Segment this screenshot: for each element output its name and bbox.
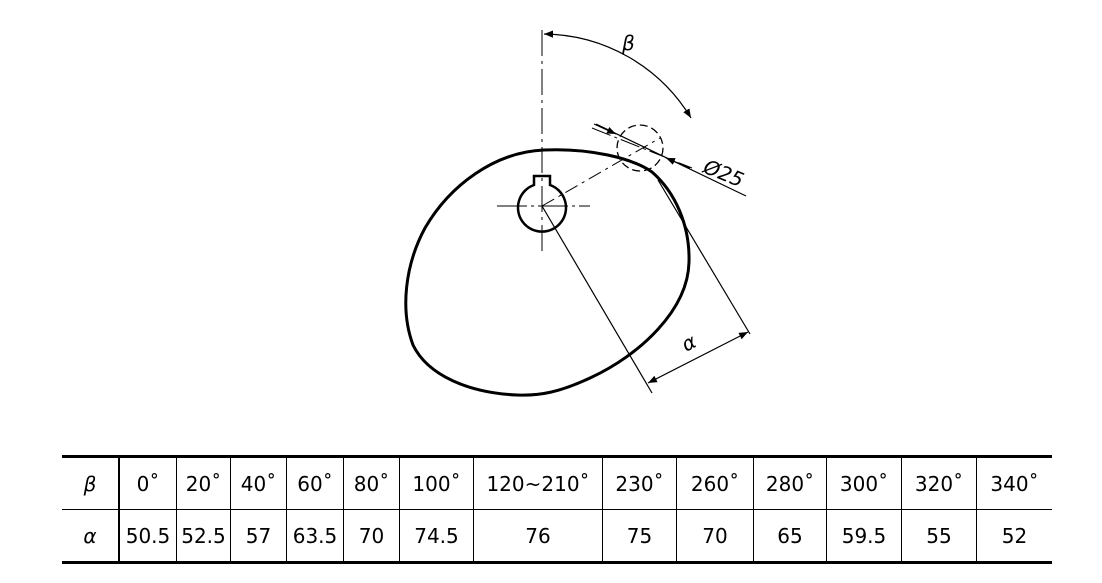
beta-arc: [543, 30, 692, 119]
beta-cell: 120~210˚: [473, 455, 603, 510]
cam-data-table: β 0˚ 20˚ 40˚ 60˚ 80˚ 100˚ 120~210˚ 230˚ …: [62, 455, 1052, 564]
alpha-cell: 52: [976, 509, 1052, 564]
alpha-cell: 70: [676, 509, 754, 564]
row-header-alpha: α: [62, 509, 120, 564]
alpha-label: α: [677, 329, 700, 356]
alpha-extension-line-2: [657, 179, 751, 335]
alpha-cell: 75: [602, 509, 677, 564]
beta-cell: 280˚: [753, 455, 827, 510]
beta-cell: 260˚: [676, 455, 754, 510]
cam-drawing: β Ø25 α: [404, 30, 751, 397]
row-header-beta: β: [62, 455, 120, 510]
cam-profile: [404, 148, 691, 397]
shaft-bore: [516, 174, 568, 233]
alpha-cell: 70: [343, 509, 400, 564]
alpha-cell: 76: [473, 509, 603, 564]
beta-label: β: [621, 31, 635, 55]
alpha-cell: 74.5: [399, 509, 474, 564]
diameter-label: Ø25: [699, 154, 747, 192]
alpha-cell: 55: [901, 509, 977, 564]
alpha-cell: 63.5: [286, 509, 344, 564]
beta-cell: 80˚: [343, 455, 400, 510]
beta-cell: 300˚: [826, 455, 902, 510]
roller-center-line: [541, 137, 661, 207]
table-row-alpha: α 50.5 52.5 57 63.5 70 74.5 76 75 70 65 …: [62, 509, 1052, 564]
beta-cell: 40˚: [230, 455, 287, 510]
beta-cell: 320˚: [901, 455, 977, 510]
beta-cell: 340˚: [976, 455, 1052, 510]
roller-centerline-a: [591, 127, 693, 169]
alpha-cell: 65: [753, 509, 827, 564]
diameter-arrow-right: [665, 157, 691, 169]
alpha-cell: 52.5: [176, 509, 231, 564]
beta-cell: 20˚: [176, 455, 231, 510]
beta-cell: 0˚: [118, 455, 177, 510]
alpha-extension-line-1: [541, 205, 653, 394]
alpha-cell: 59.5: [826, 509, 902, 564]
diameter-arrow-left: [593, 123, 617, 135]
roller-circle: [616, 124, 664, 172]
alpha-dimension-line: [647, 331, 749, 384]
beta-cell: 230˚: [602, 455, 677, 510]
beta-cell: 100˚: [399, 455, 474, 510]
table-row-beta: β 0˚ 20˚ 40˚ 60˚ 80˚ 100˚ 120~210˚ 230˚ …: [62, 455, 1052, 510]
beta-cell: 60˚: [286, 455, 344, 510]
alpha-cell: 57: [230, 509, 287, 564]
alpha-cell: 50.5: [118, 509, 177, 564]
